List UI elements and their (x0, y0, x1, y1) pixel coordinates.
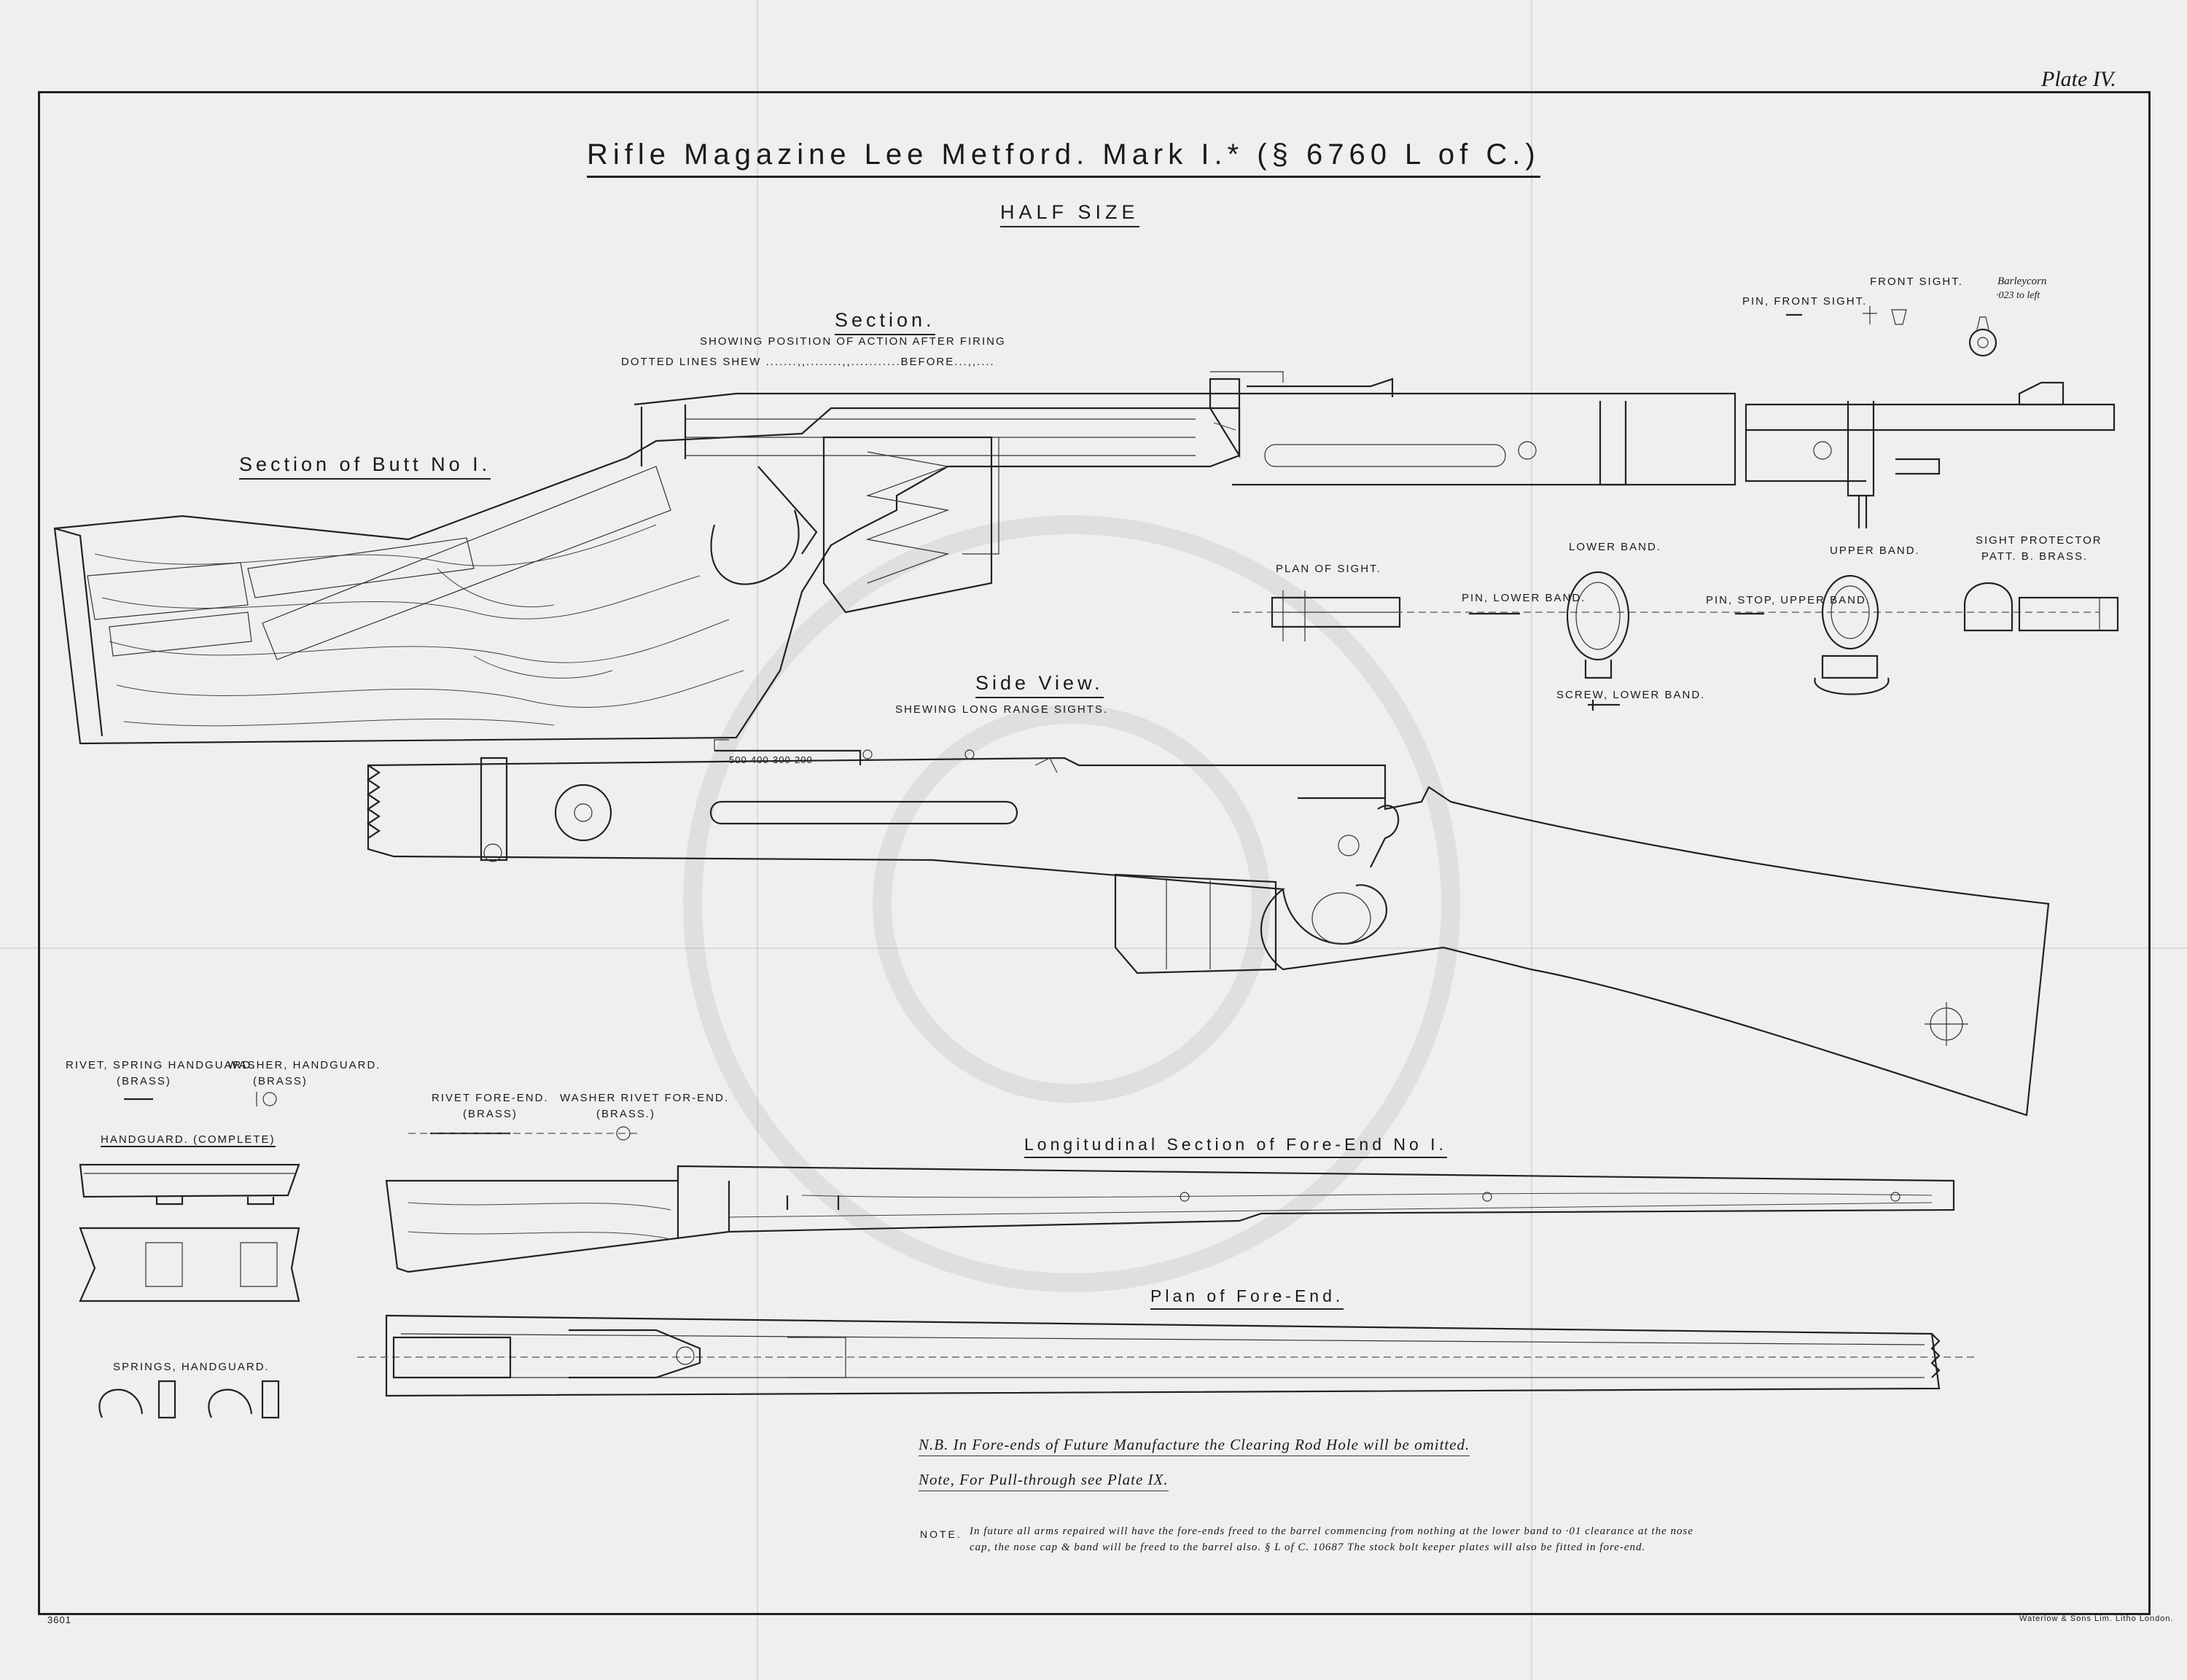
label-barleycorn-note: ·023 to left (1996, 290, 2040, 301)
parts-top-right (1232, 306, 2118, 711)
fold-line (757, 0, 758, 1680)
label-upper-band: UPPER BAND. (1830, 544, 1920, 557)
range-mark: 200 (795, 754, 813, 765)
watermark-ring (693, 525, 1451, 1283)
note-pull-through: Note, For Pull-through see Plate IX. (919, 1471, 1169, 1491)
side-view-rifle (368, 740, 2048, 1115)
label-brass: (BRASS) (463, 1108, 518, 1120)
plate-number: Plate IV. (2041, 67, 2116, 91)
label-rivet-fore-end: RIVET FORE-END. (432, 1092, 549, 1104)
long-section-heading: Longitudinal Section of Fore-End No I. (1024, 1135, 1447, 1158)
scale-subtitle: HALF SIZE (1000, 201, 1139, 227)
footer-number: 3601 (47, 1614, 71, 1625)
note-label: NOTE. (920, 1528, 962, 1540)
label-sight-protector: SIGHT PROTECTOR (1976, 534, 2102, 547)
fold-line (0, 948, 2187, 949)
section-heading: Section. (835, 309, 935, 335)
printer-credit: Waterlow & Sons Lim. Litho London. (2019, 1614, 2174, 1623)
label-handguard-complete: HANDGUARD. (COMPLETE) (101, 1133, 276, 1147)
label-brass: (BRASS) (253, 1075, 308, 1087)
label-plan-of-sight: PLAN OF SIGHT. (1276, 563, 1381, 575)
label-brass: (BRASS) (117, 1075, 171, 1087)
side-view-heading: Side View. (975, 672, 1104, 698)
handguard-parts (80, 1092, 642, 1418)
range-mark: 500 (729, 754, 747, 765)
label-front-sight: FRONT SIGHT. (1870, 276, 1963, 288)
label-pin-stop-upper-band: PIN, STOP, UPPER BAND. (1706, 594, 1871, 606)
label-springs-handguard: SPRINGS, HANDGUARD. (113, 1361, 270, 1373)
note-clearing-rod: N.B. In Fore-ends of Future Manufacture … (919, 1436, 1470, 1456)
label-sight-protector-patt: PATT. B. BRASS. (1981, 550, 2089, 563)
label-barleycorn: Barleycorn (1997, 276, 2047, 287)
note-repairs: In future all arms repaired will have th… (970, 1525, 1693, 1553)
range-mark: 400 (751, 754, 769, 765)
label-lower-band: LOWER BAND. (1569, 541, 1662, 553)
section-rifle (55, 372, 2114, 743)
label-pin-lower-band: PIN, LOWER BAND. (1462, 592, 1586, 604)
label-brass: (BRASS.) (596, 1108, 656, 1120)
section-caption-2: DOTTED LINES SHEW .......,,........,,...… (621, 356, 995, 368)
page-title: Rifle Magazine Lee Metford. Mark I.* (§ … (587, 138, 1540, 178)
fore-end-long-section (386, 1166, 1954, 1272)
label-pin-front-sight: PIN, FRONT SIGHT. (1742, 295, 1868, 308)
label-washer-handguard: WASHER, HANDGUARD. (227, 1059, 381, 1071)
fore-end-plan (357, 1316, 1976, 1396)
label-rivet-spring-handguard: RIVET, SPRING HANDGUARD. (66, 1059, 257, 1071)
watermark-ring (882, 714, 1261, 1093)
range-mark: 300 (773, 754, 791, 765)
label-screw-lower-band: SCREW, LOWER BAND. (1556, 689, 1706, 701)
label-washer-rivet-fore-end: WASHER RIVET FOR-END. (560, 1092, 730, 1104)
butt-section-heading: Section of Butt No I. (239, 453, 491, 480)
side-view-caption: SHEWING LONG RANGE SIGHTS. (895, 703, 1109, 716)
plan-fore-end-heading: Plan of Fore-End. (1150, 1286, 1344, 1310)
section-caption-1: SHOWING POSITION OF ACTION AFTER FIRING (700, 335, 1006, 348)
plate-border (38, 91, 2151, 1615)
fold-line (1531, 0, 1532, 1680)
